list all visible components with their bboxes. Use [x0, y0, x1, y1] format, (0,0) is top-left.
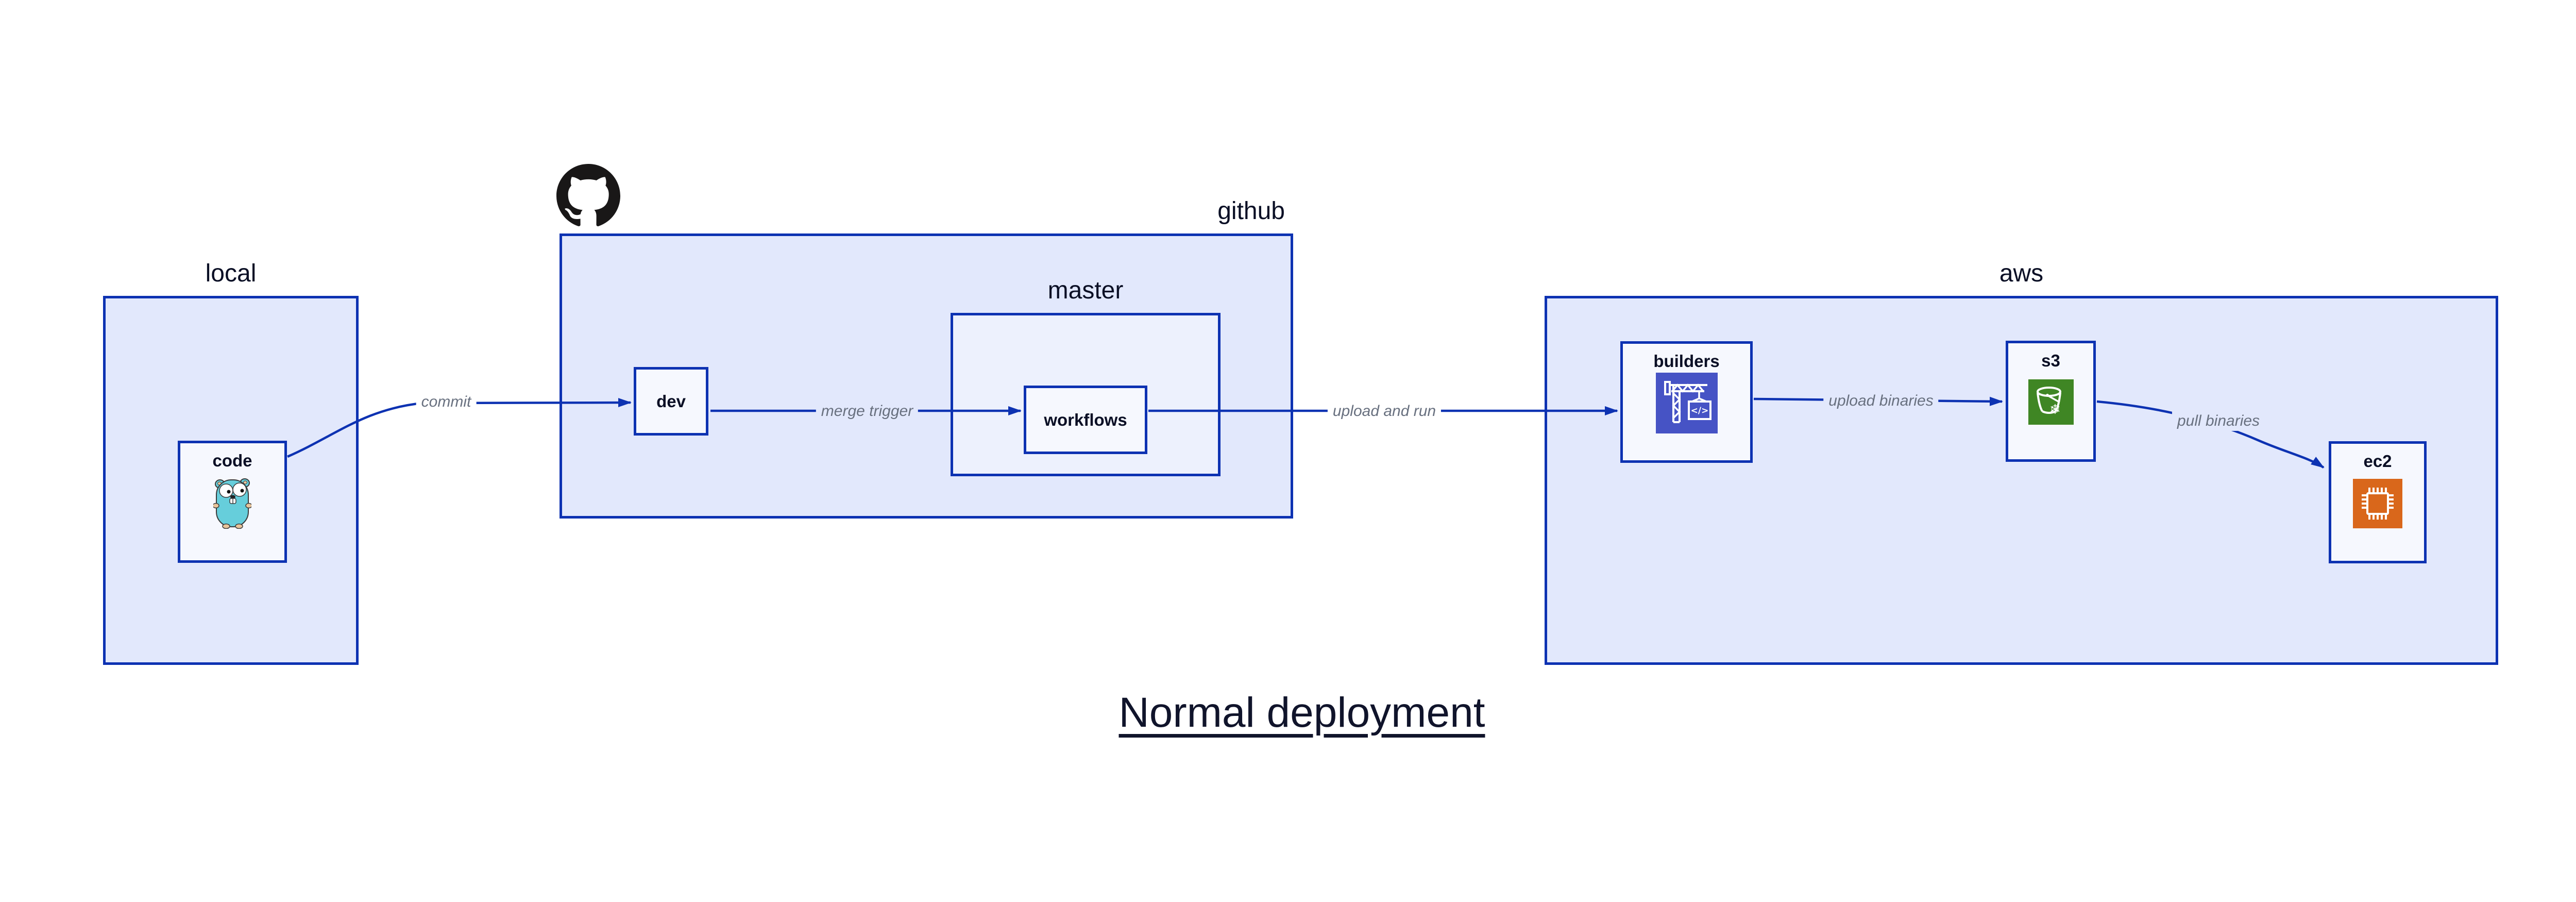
edge-merge-trigger-label: merge trigger: [816, 402, 919, 421]
go-gopher-icon: [213, 478, 251, 529]
edge-pull-binaries-label: pull binaries: [2172, 411, 2265, 431]
edge-upload-binaries-label: upload binaries: [1823, 391, 1939, 411]
edge-upload-and-run-label: upload and run: [1327, 402, 1442, 421]
edge-commit-label: commit: [416, 392, 477, 412]
node-dev: dev: [634, 367, 708, 436]
container-github-label: github: [1217, 197, 1285, 225]
node-workflows: workflows: [1024, 386, 1147, 454]
node-builders-label: builders: [1653, 352, 1720, 371]
node-s3: s3 ❄: [2006, 341, 2096, 462]
container-master-label: master: [1047, 277, 1124, 304]
s3-snowflake-glyph: ❄: [2049, 402, 2061, 417]
codebuild-code-glyph: </>: [1690, 406, 1708, 416]
container-local-label: local: [205, 260, 257, 287]
node-ec2: ec2: [2329, 441, 2427, 563]
node-ec2-label: ec2: [2363, 452, 2392, 471]
node-code: code: [178, 441, 287, 563]
node-code-label: code: [212, 451, 252, 470]
codebuild-crane-icon: </>: [1655, 373, 1718, 433]
node-s3-label: s3: [2041, 351, 2060, 370]
s3-glacier-bucket-icon: ❄: [2028, 379, 2074, 425]
ec2-chip-icon: [2353, 479, 2402, 528]
node-builders: builders </>: [1620, 341, 1753, 463]
container-aws-label: aws: [1999, 260, 2044, 287]
github-octocat-icon: [556, 164, 620, 226]
diagram-title: Normal deployment: [1118, 689, 1485, 736]
node-workflows-label: workflows: [1044, 410, 1127, 429]
node-dev-label: dev: [656, 391, 686, 411]
